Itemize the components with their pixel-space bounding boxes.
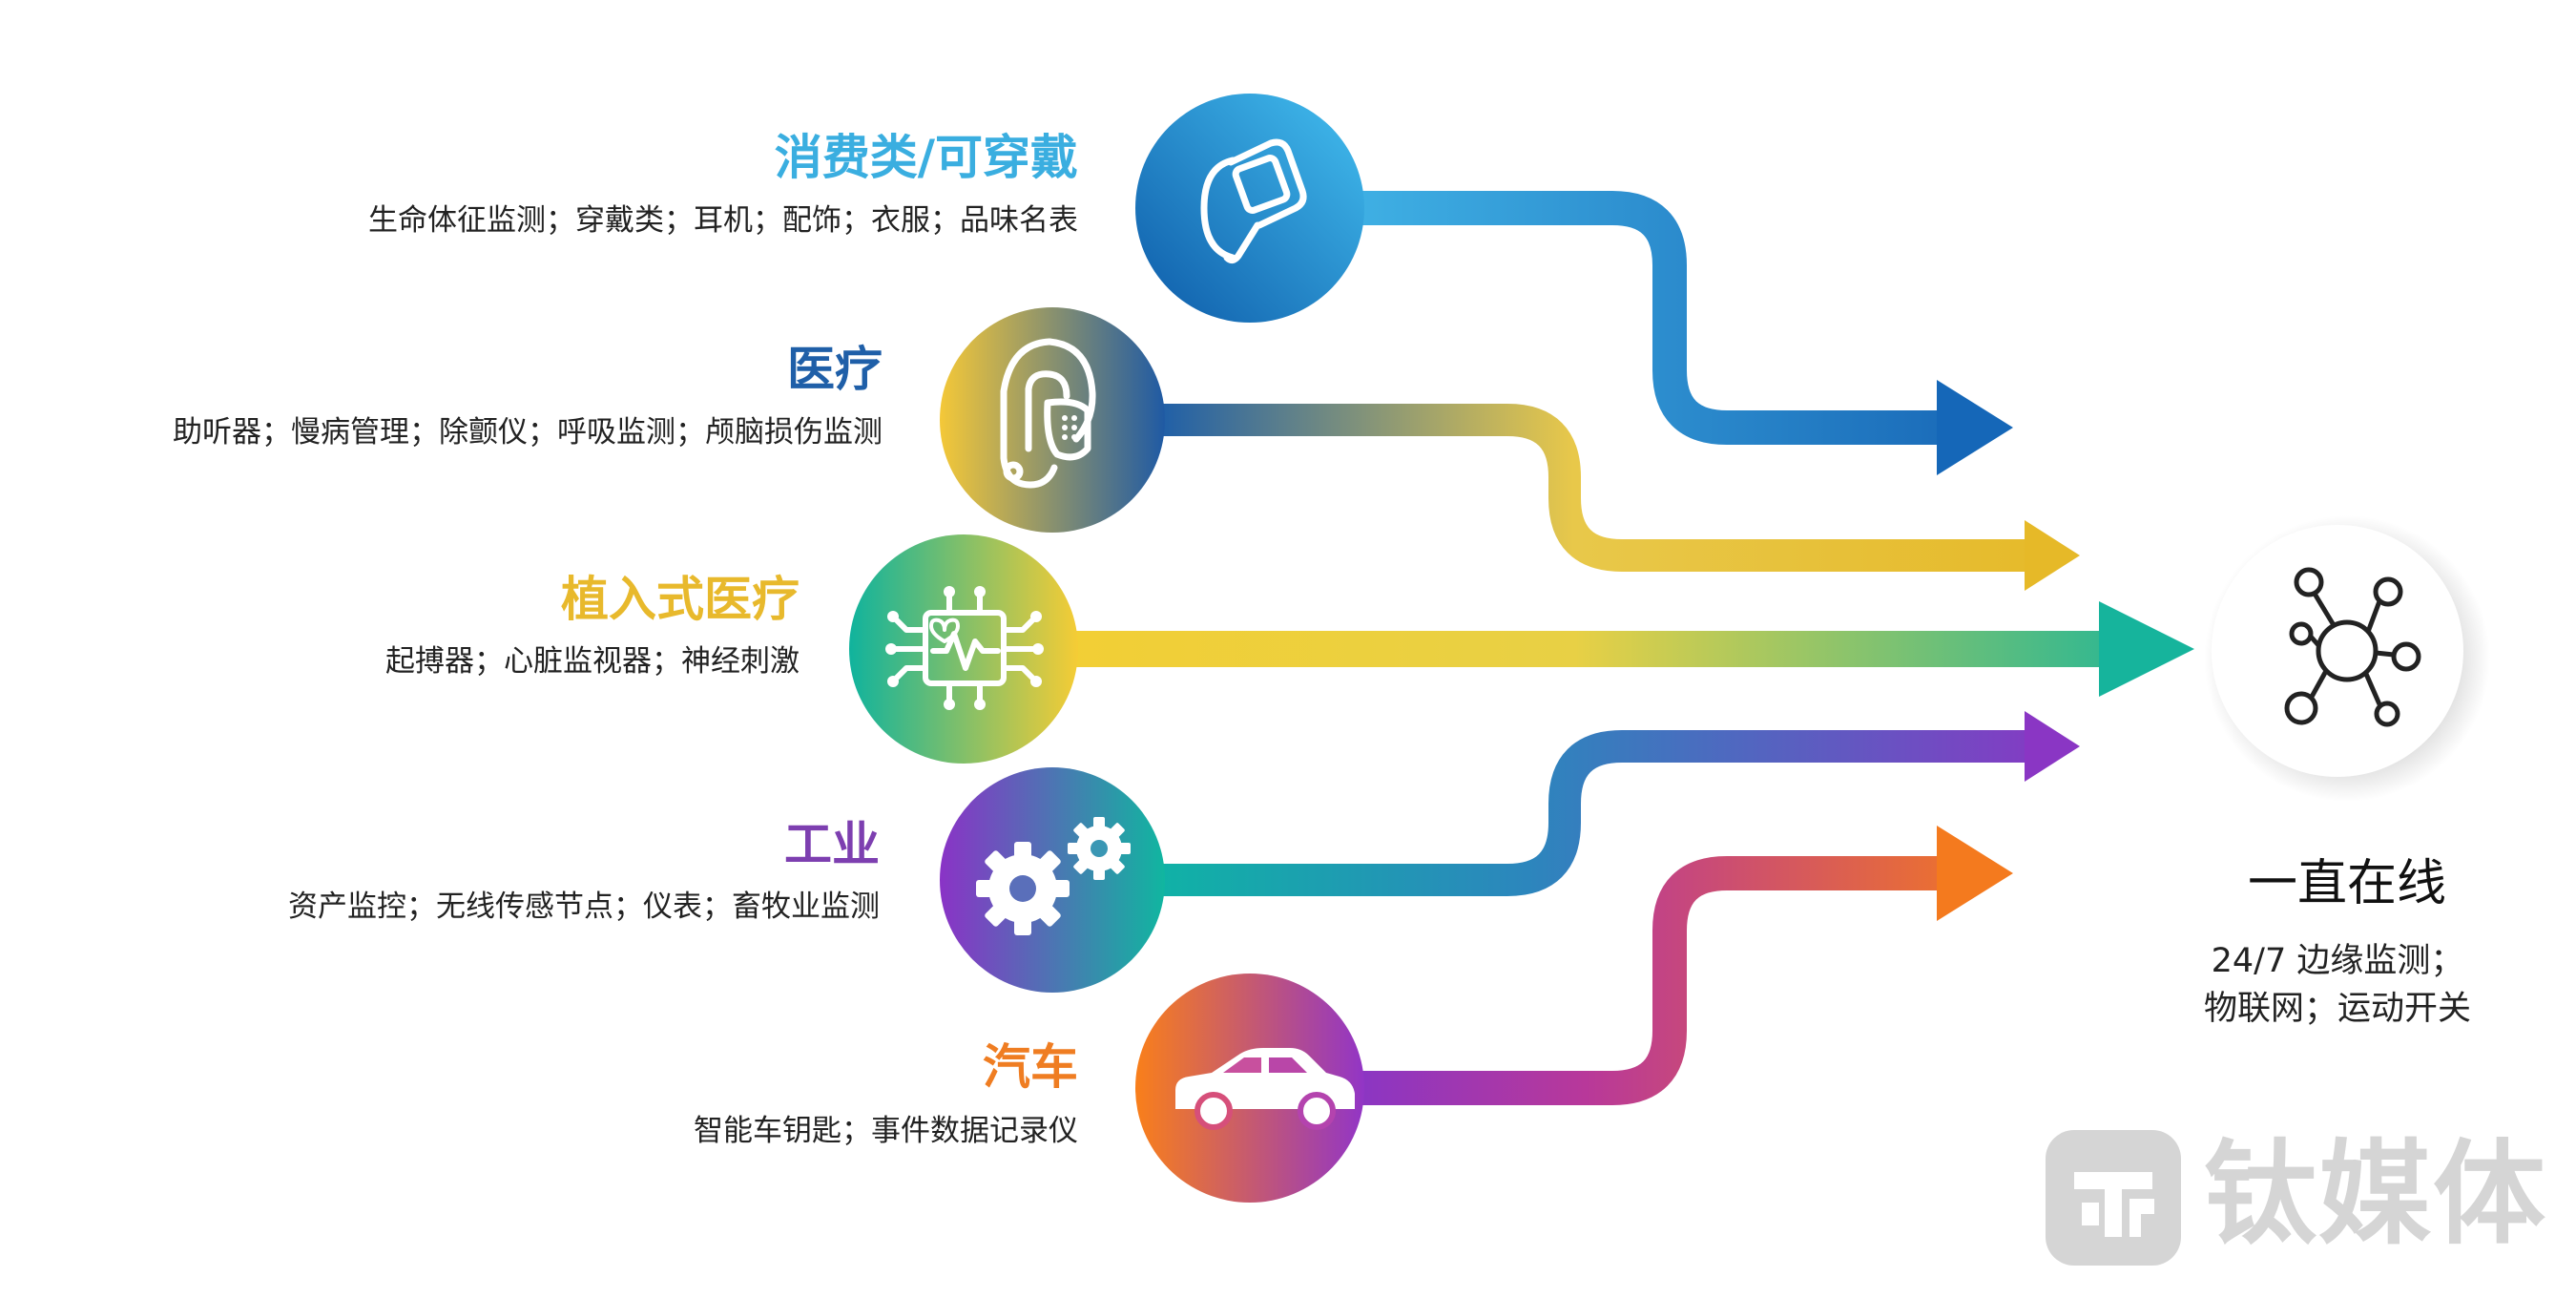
medical-desc: 助听器；慢病管理；除颤仪；呼吸监测；颅脑损伤监测 — [173, 415, 883, 450]
implantable-desc: 起搏器；心脏监视器；神经刺激 — [385, 644, 800, 679]
hub-desc-line2: 物联网；运动开关 — [2203, 990, 2471, 1028]
hearing-aid-icon — [1000, 338, 1096, 489]
watermark: 钛媒体 — [2042, 1126, 2552, 1269]
consumer-wearable-title: 消费类/可穿戴 — [774, 130, 1078, 185]
chip-pins — [885, 586, 1044, 710]
industrial-desc: 资产监控；无线传感节点；仪表；畜牧业监测 — [288, 890, 880, 924]
smartwatch-icon — [1200, 138, 1307, 264]
hub-title: 一直在线 — [2247, 855, 2446, 912]
medical-title: 医疗 — [787, 342, 883, 397]
industrial-title: 工业 — [784, 817, 880, 872]
implantable-circle — [849, 534, 1078, 764]
gears-icon — [976, 817, 1131, 935]
medical-circle — [940, 307, 1165, 533]
consumer-wearable-desc: 生命体征监测；穿戴类；耳机；配饰；衣服；品味名表 — [368, 203, 1078, 238]
automotive-desc: 智能车钥匙；事件数据记录仪 — [694, 1114, 1078, 1148]
arrow-medical — [1159, 404, 2080, 591]
tmtpost-logo-icon — [2046, 1130, 2181, 1266]
arrow-implantable — [1069, 601, 2194, 697]
arrow-consumer-wearable — [1355, 191, 2013, 475]
watermark-text: 钛媒体 — [2204, 1128, 2548, 1260]
automotive-title: 汽车 — [983, 1039, 1078, 1095]
network-hub-icon — [2284, 567, 2421, 727]
hub-circle — [2212, 525, 2463, 777]
car-icon — [1175, 1048, 1355, 1130]
arrow-automotive — [1355, 826, 2013, 1105]
implantable-title: 植入式医疗 — [561, 572, 800, 627]
hearing-aid-grille — [1062, 415, 1077, 440]
hub-desc-line1: 24/7 边缘监测； — [2211, 942, 2464, 980]
arrow-industrial — [1159, 711, 2080, 896]
heart-monitor-chip-icon — [892, 593, 1037, 703]
